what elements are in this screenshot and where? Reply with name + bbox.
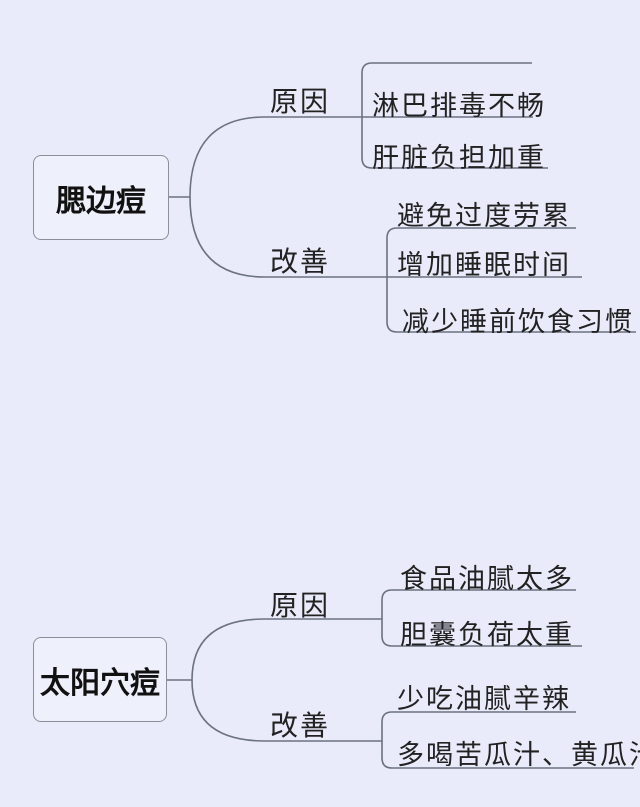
connector-improve1-items: [386, 227, 636, 333]
branch-improve: 改善: [270, 709, 331, 742]
leaf-item: 减少睡前饮食习惯: [402, 307, 634, 338]
connector-root1-improve: [189, 196, 387, 278]
connector-root2-improve: [191, 679, 382, 742]
leaf-item: 肝脏负担加重: [372, 143, 546, 174]
leaf-item: 食品油腻太多: [400, 564, 574, 595]
connector-cause2-items: [381, 589, 582, 647]
root-label: 太阳穴痘: [40, 665, 160, 701]
leaf-item: 少吃油腻辛辣: [397, 684, 571, 715]
leaf-item: 淋巴排毒不畅: [372, 91, 546, 122]
root-label: 腮边痘: [56, 183, 146, 219]
leaf-item: 胆囊负荷太重: [400, 620, 574, 651]
root-node-temple-acne: 太阳穴痘: [33, 637, 167, 722]
leaf-item: 增加睡眠时间: [397, 250, 571, 281]
branch-cause: 原因: [270, 85, 331, 118]
leaf-item: 避免过度劳累: [397, 201, 571, 232]
branch-cause: 原因: [270, 589, 331, 622]
branch-improve: 改善: [270, 245, 331, 278]
root-node-cheek-acne: 腮边痘: [33, 155, 169, 240]
leaf-item: 多喝苦瓜汁、黄瓜汁: [397, 740, 640, 771]
connector-cause1-items: [361, 62, 548, 169]
connector-improve2-items: [381, 711, 634, 769]
connector-root1-cause: [169, 116, 362, 198]
connector-root2-cause: [167, 618, 382, 681]
